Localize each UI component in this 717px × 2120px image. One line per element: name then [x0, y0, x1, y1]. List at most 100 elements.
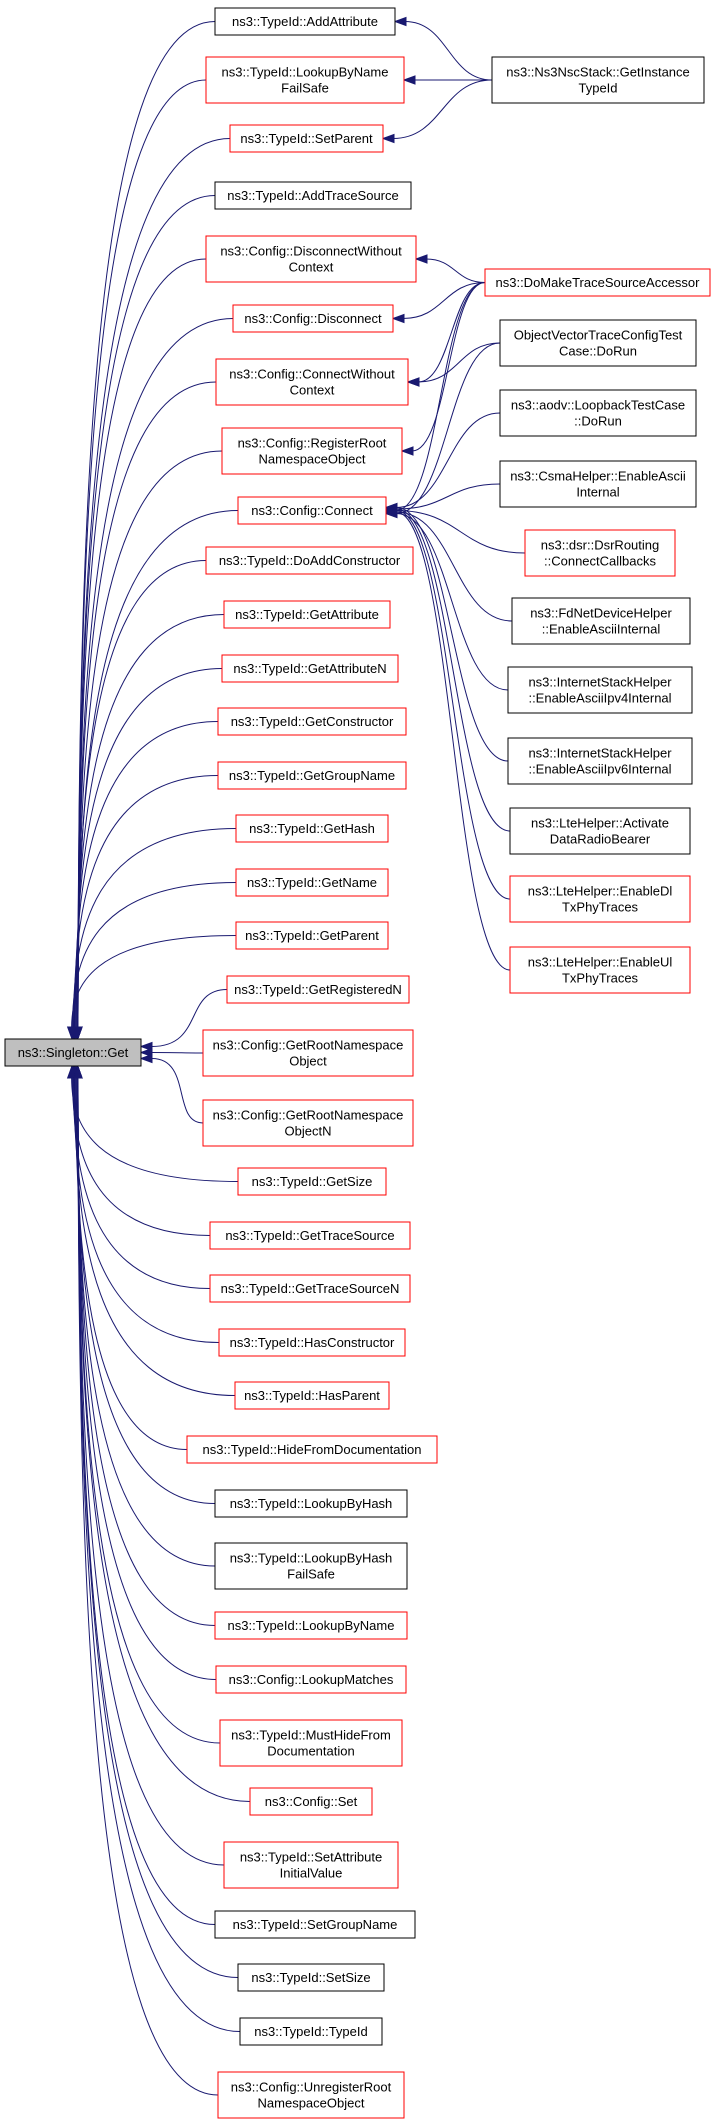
edge-ns3-nsc-stack-get-instance-type-id-to-lookup-by-name-failsafe-arrow: [402, 75, 416, 85]
node-lookup-by-hash-box: [214, 1489, 408, 1518]
node-hide-from-documentation[interactable]: ns3::TypeId::HideFromDocumentation: [186, 1435, 438, 1464]
node-get-parent[interactable]: ns3::TypeId::GetParent: [235, 921, 389, 950]
node-config-set[interactable]: ns3::Config::Set: [249, 1787, 373, 1816]
node-type-id[interactable]: ns3::TypeId::TypeId: [239, 2017, 383, 2046]
edge-connect-to-root: [77, 510, 239, 1029]
node-register-root-namespace-object-label: ns3::Config::RegisterRoot: [238, 436, 387, 451]
node-get-constructor-label: ns3::TypeId::GetConstructor: [231, 714, 394, 729]
node-get-trace-source[interactable]: ns3::TypeId::GetTraceSource: [209, 1221, 411, 1250]
node-set-group-name-label: ns3::TypeId::SetGroupName: [233, 1917, 398, 1932]
node-set-size[interactable]: ns3::TypeId::SetSize: [237, 1963, 385, 1992]
node-get-group-name[interactable]: ns3::TypeId::GetGroupName: [217, 761, 407, 790]
node-csma-helper-enable-ascii-internal[interactable]: ns3::CsmaHelper::EnableAsciiInternal: [499, 460, 697, 508]
node-aodv-loopback-test-case-do-run-label: ::DoRun: [574, 414, 622, 429]
node-fd-net-device-helper-enable-ascii-internal[interactable]: ns3::FdNetDeviceHelper::EnableAsciiInter…: [511, 597, 691, 645]
node-internet-stack-helper-enable-ascii-ipv4-internal[interactable]: ns3::InternetStackHelper::EnableAsciiIpv…: [507, 666, 693, 714]
node-get-size[interactable]: ns3::TypeId::GetSize: [237, 1167, 387, 1196]
node-csma-helper-enable-ascii-internal-label: Internal: [576, 485, 619, 500]
node-get-trace-source-n-box: [209, 1274, 411, 1303]
node-set-parent[interactable]: ns3::TypeId::SetParent: [229, 124, 384, 153]
node-get-root-namespace-object-label: Object: [289, 1054, 327, 1069]
node-type-id-label: ns3::TypeId::TypeId: [254, 2024, 367, 2039]
edge-do-make-trace-source-accessor-to-register-root-namespace-object-arrow: [400, 446, 414, 456]
node-get-attribute-box: [223, 600, 391, 629]
node-get-trace-source-box: [209, 1221, 411, 1250]
node-get-parent-box: [235, 921, 389, 950]
node-get-constructor-box: [217, 707, 407, 736]
node-lte-helper-activate-data-radio-bearer-label: ns3::LteHelper::Activate: [531, 816, 669, 831]
node-internet-stack-helper-enable-ascii-ipv4-internal-label: ::EnableAsciiIpv4Internal: [528, 691, 671, 706]
node-lte-helper-enable-ul-tx-phy-traces-label: TxPhyTraces: [562, 971, 639, 986]
node-unregister-root-namespace-object-box: [217, 2071, 405, 2119]
edge-set-attribute-initial-value-to-root: [77, 1076, 225, 1866]
node-get-name[interactable]: ns3::TypeId::GetName: [235, 868, 389, 897]
node-get-root-namespace-object-n-label: ObjectN: [285, 1124, 332, 1139]
node-lookup-by-name[interactable]: ns3::TypeId::LookupByName: [214, 1611, 408, 1640]
edge-ns3-nsc-stack-get-instance-type-id-to-add-attribute: [404, 21, 493, 81]
node-lookup-matches[interactable]: ns3::Config::LookupMatches: [215, 1665, 407, 1694]
node-lookup-by-hash-failsafe-label: ns3::TypeId::LookupByHash: [230, 1551, 393, 1566]
edge-object-vector-trace-config-test-case-do-run-to-connect-without-context-arrow: [406, 377, 420, 387]
node-do-add-constructor[interactable]: ns3::TypeId::DoAddConstructor: [205, 546, 414, 575]
node-singleton-get[interactable]: ns3::Singleton::Get: [4, 1038, 142, 1067]
node-has-constructor[interactable]: ns3::TypeId::HasConstructor: [218, 1328, 406, 1357]
edge-register-root-namespace-object-to-root: [77, 450, 223, 1029]
node-get-trace-source-n[interactable]: ns3::TypeId::GetTraceSourceN: [209, 1274, 411, 1303]
edge-object-vector-trace-config-test-case-do-run-to-connect: [395, 342, 501, 514]
edge-set-size-to-root: [77, 1076, 239, 1978]
node-lookup-by-name-failsafe-label: ns3::TypeId::LookupByName: [222, 65, 389, 80]
node-connect-without-context-label: Context: [290, 383, 335, 398]
node-get-attribute[interactable]: ns3::TypeId::GetAttribute: [223, 600, 391, 629]
node-disconnect-label: ns3::Config::Disconnect: [244, 311, 382, 326]
node-aodv-loopback-test-case-do-run[interactable]: ns3::aodv::LoopbackTestCase::DoRun: [499, 389, 697, 437]
node-unregister-root-namespace-object[interactable]: ns3::Config::UnregisterRootNamespaceObje…: [217, 2071, 405, 2119]
node-lookup-by-hash[interactable]: ns3::TypeId::LookupByHash: [214, 1489, 408, 1518]
edge-do-make-trace-source-accessor-to-disconnect: [402, 282, 486, 319]
edge-lte-helper-enable-dl-tx-phy-traces-to-connect: [395, 510, 511, 900]
node-has-parent-box: [234, 1381, 390, 1410]
node-add-trace-source[interactable]: ns3::TypeId::AddTraceSource: [214, 181, 412, 210]
edge-has-constructor-to-root: [73, 1076, 220, 1343]
node-get-constructor[interactable]: ns3::TypeId::GetConstructor: [217, 707, 407, 736]
node-has-parent[interactable]: ns3::TypeId::HasParent: [234, 1381, 390, 1410]
node-connect-without-context-label: ns3::Config::ConnectWithout: [229, 367, 395, 382]
edge-lte-helper-enable-ul-tx-phy-traces-to-connect-arrow: [384, 507, 398, 517]
node-csma-helper-enable-ascii-internal-box: [499, 460, 697, 508]
node-internet-stack-helper-enable-ascii-ipv6-internal[interactable]: ns3::InternetStackHelper::EnableAsciiIpv…: [507, 737, 693, 785]
node-add-trace-source-label: ns3::TypeId::AddTraceSource: [227, 188, 399, 203]
nodes: ns3::Singleton::Get ns3::TypeId::AddAttri…: [4, 7, 711, 2119]
node-set-group-name[interactable]: ns3::TypeId::SetGroupName: [214, 1910, 416, 1939]
node-get-registered-n[interactable]: ns3::TypeId::GetRegisteredN: [226, 975, 410, 1004]
node-lte-helper-activate-data-radio-bearer-box: [509, 807, 691, 855]
edge-lookup-by-name-to-root: [77, 1076, 216, 1626]
edge-do-make-trace-source-accessor-to-disconnect-without-context-arrow: [414, 254, 428, 264]
node-must-hide-from-documentation-label: Documentation: [267, 1744, 354, 1759]
node-do-make-trace-source-accessor[interactable]: ns3::DoMakeTraceSourceAccessor: [484, 268, 711, 297]
node-dsr-routing-connect-callbacks[interactable]: ns3::dsr::DsrRouting::ConnectCallbacks: [524, 529, 676, 577]
node-get-attribute-n[interactable]: ns3::TypeId::GetAttributeN: [221, 654, 399, 683]
node-disconnect[interactable]: ns3::Config::Disconnect: [232, 304, 394, 333]
node-get-hash[interactable]: ns3::TypeId::GetHash: [235, 814, 389, 843]
node-aodv-loopback-test-case-do-run-label: ns3::aodv::LoopbackTestCase: [511, 398, 685, 413]
node-object-vector-trace-config-test-case-do-run-label: Case::DoRun: [559, 344, 637, 359]
node-do-add-constructor-label: ns3::TypeId::DoAddConstructor: [219, 553, 401, 568]
node-add-attribute[interactable]: ns3::TypeId::AddAttribute: [214, 7, 396, 36]
node-set-attribute-initial-value-label: InitialValue: [280, 1866, 343, 1881]
node-connect[interactable]: ns3::Config::Connect: [237, 496, 387, 525]
node-get-root-namespace-object-box: [202, 1029, 414, 1077]
node-connect-label: ns3::Config::Connect: [251, 503, 373, 518]
